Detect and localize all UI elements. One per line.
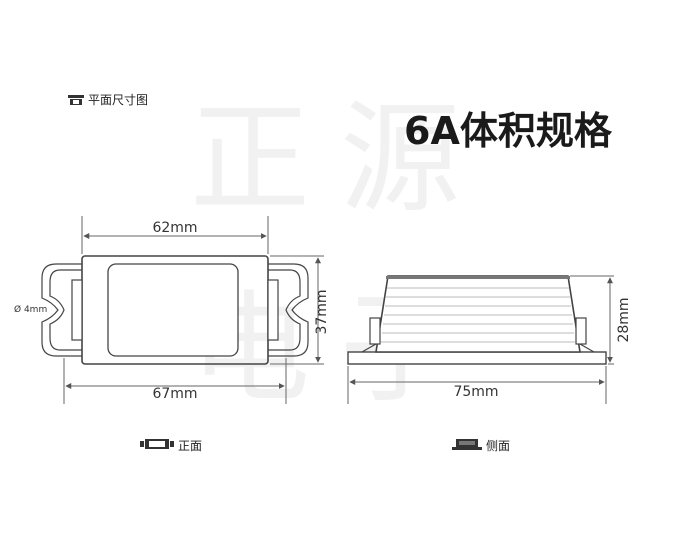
plan-title: 平面尺寸图 (88, 93, 149, 107)
label-75mm: 75mm (453, 384, 498, 400)
side-view (347, 275, 607, 365)
label-28mm: 28mm (616, 297, 632, 342)
side-legend-icon (452, 439, 482, 450)
dim-75mm (347, 366, 607, 404)
dim-37mm (270, 255, 324, 365)
front-right-ear (268, 263, 309, 357)
plan-icon (68, 95, 84, 105)
side-heatsink-fins (381, 287, 575, 343)
side-body (375, 275, 581, 353)
front-label-window (107, 263, 239, 357)
label-hole: Ø 4mm (14, 304, 47, 315)
dim-67mm (63, 358, 287, 404)
label-62mm: 62mm (152, 220, 197, 236)
side-base-plate (347, 351, 607, 365)
spec-heading: 6A体积规格 (404, 109, 612, 153)
dim-62mm (81, 216, 269, 254)
side-legend-label: 侧面 (486, 439, 511, 453)
front-legend-label: 正面 (178, 439, 203, 453)
front-left-ear (41, 263, 82, 357)
label-37mm: 37mm (314, 289, 330, 334)
front-view (41, 255, 309, 365)
label-67mm: 67mm (152, 386, 197, 402)
dim-28mm (570, 275, 614, 365)
front-legend-icon (140, 439, 174, 449)
